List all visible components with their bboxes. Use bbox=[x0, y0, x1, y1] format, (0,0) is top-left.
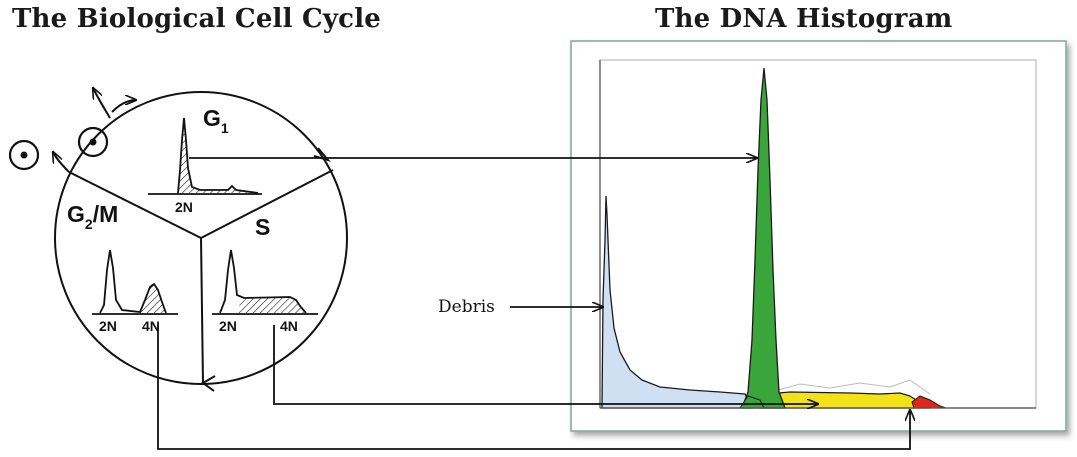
cycle-circle bbox=[54, 91, 348, 385]
s-axis-4n-label: 4N bbox=[280, 318, 298, 334]
cell-released-icon bbox=[8, 139, 40, 171]
division-arrow-upper bbox=[93, 88, 111, 119]
g2m-axis-4n-label: 4N bbox=[142, 318, 160, 334]
debris-population bbox=[601, 195, 754, 409]
g1-peak-population bbox=[741, 67, 786, 409]
arrow-s-to-s-phase bbox=[273, 325, 818, 404]
dna-histogram-panel: Debris bbox=[438, 40, 1067, 432]
g1-mini-histogram bbox=[148, 117, 262, 195]
g2m-axis-2n-label: 2N bbox=[99, 318, 117, 334]
debris-label: Debris bbox=[438, 297, 495, 317]
g1-axis-2n-label: 2N bbox=[175, 199, 193, 215]
dna-histogram-title: The DNA Histogram bbox=[655, 4, 953, 34]
divider-g1-s bbox=[200, 169, 334, 239]
s-mini-histogram bbox=[212, 249, 318, 315]
phase-s-label: S bbox=[255, 214, 270, 240]
arrow-g2m-to-g2m-peak bbox=[157, 325, 910, 450]
divider-g2-g1 bbox=[68, 171, 202, 239]
s-phase-trace bbox=[777, 379, 931, 395]
division-arrow-lower bbox=[53, 152, 70, 173]
g2m-mini-histogram bbox=[92, 249, 178, 315]
divider-s-g2 bbox=[200, 237, 204, 385]
histogram-frame bbox=[570, 40, 1067, 432]
cell-cycle-title: The Biological Cell Cycle bbox=[12, 4, 382, 34]
s-phase-population bbox=[758, 391, 931, 409]
cell-daughter-icon bbox=[77, 126, 109, 158]
phase-g1-label: G1 bbox=[203, 105, 229, 136]
s-axis-2n-label: 2N bbox=[219, 318, 237, 334]
division-arrow-right bbox=[111, 100, 136, 113]
cycle-arrow-s bbox=[201, 375, 216, 392]
cell-cycle-diagram: 2N G1 2N 4N G2/M 2N 4N S bbox=[8, 88, 348, 392]
phase-g2m-label: G2/M bbox=[67, 201, 118, 232]
